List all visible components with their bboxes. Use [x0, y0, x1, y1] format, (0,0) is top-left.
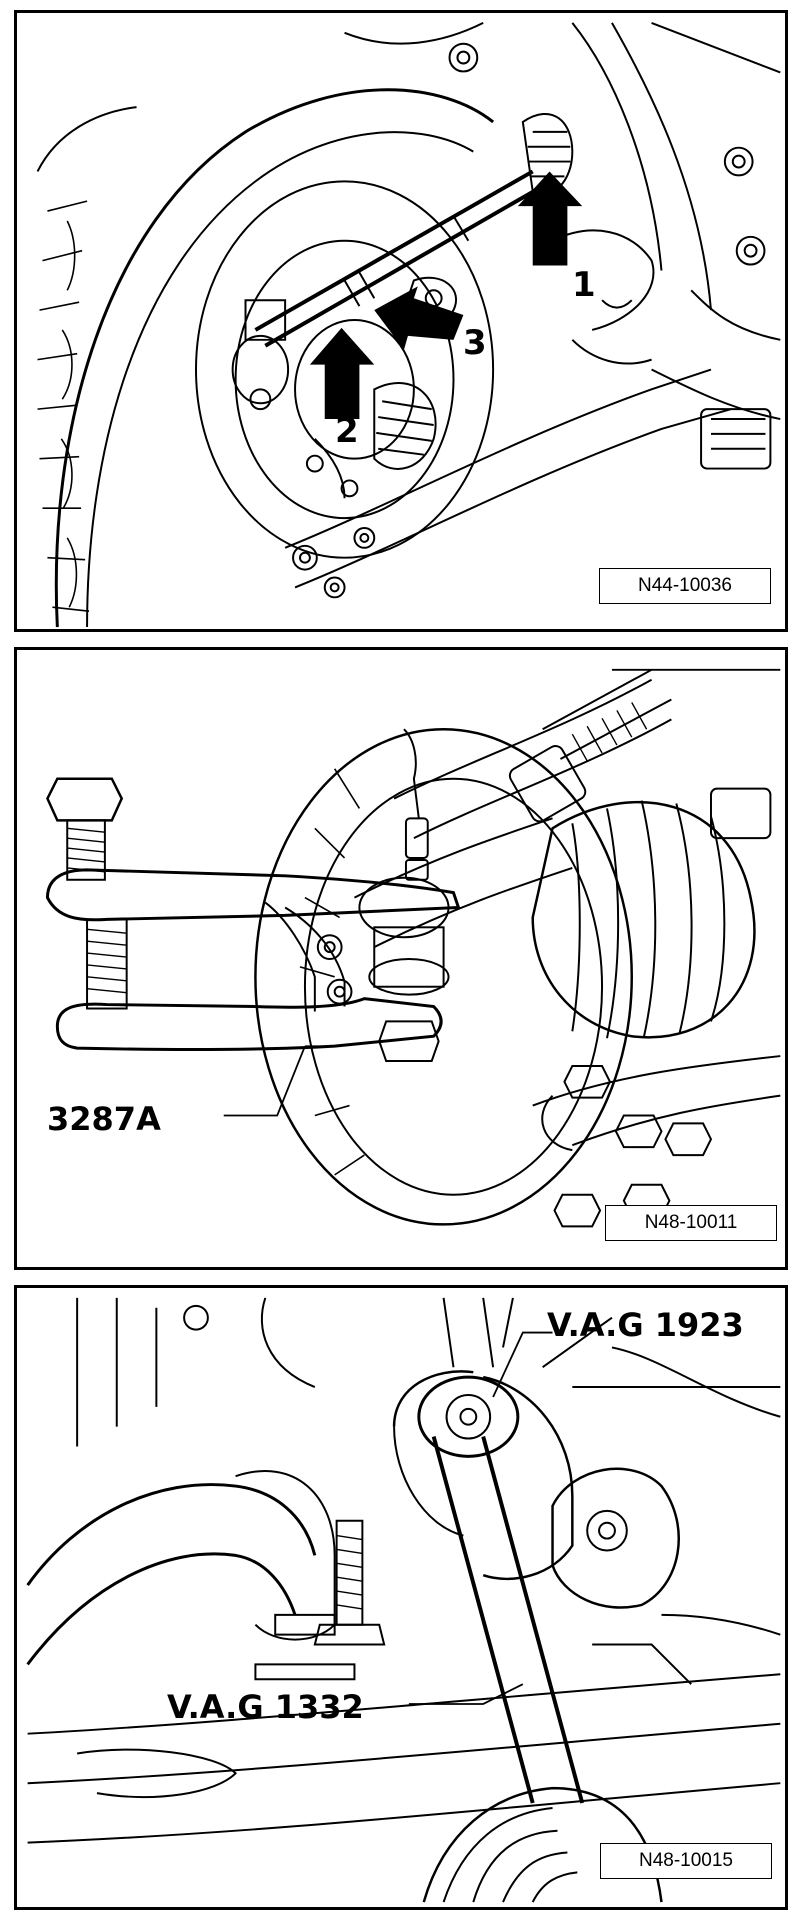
figure-ball-joint-separator: 3287A N48-10011 — [14, 647, 788, 1270]
figure-tie-rod-position: 1 2 3 N44-10036 — [14, 10, 788, 632]
tool-label-3287a: 3287A — [47, 1100, 161, 1138]
figure-code: N48-10011 — [605, 1205, 777, 1241]
callout-3: 3 — [463, 323, 487, 363]
figure-code: N48-10015 — [600, 1843, 772, 1879]
callout-2: 2 — [335, 411, 359, 451]
tool-label-vag-1332: V.A.G 1332 — [167, 1688, 364, 1726]
illustration-ball-joint-tool — [45, 668, 781, 1228]
tool-label-vag-1923: V.A.G 1923 — [547, 1306, 744, 1344]
figure-code: N44-10036 — [599, 568, 771, 604]
illustration-tie-rod-wheel — [36, 21, 781, 628]
callout-1: 1 — [572, 265, 596, 305]
figure-support-tools: V.A.G 1923 V.A.G 1332 N48-10015 — [14, 1285, 788, 1910]
illustration-support-tools — [26, 1297, 781, 1903]
